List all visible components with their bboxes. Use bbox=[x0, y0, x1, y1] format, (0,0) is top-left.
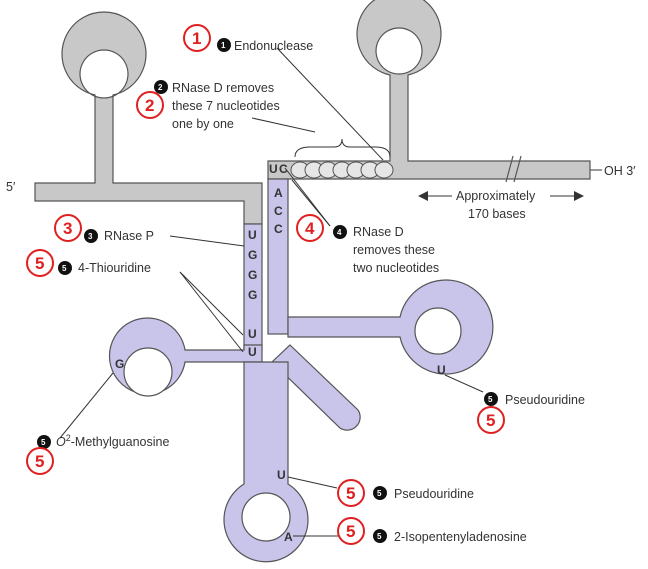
length-note-line2: 170 bases bbox=[468, 207, 526, 221]
label-isopentenyladenosine: 2-Isopentenyladenosine bbox=[394, 530, 527, 544]
red-badge-1: 1 bbox=[192, 29, 201, 48]
nuc-g2: G bbox=[248, 268, 257, 282]
leader-lines bbox=[59, 47, 484, 537]
step-badge-5b: 5 bbox=[488, 395, 493, 404]
annotation-isopentenyladenosine: 5 5 2-Isopentenyladenosine bbox=[337, 517, 527, 545]
annotation-rnase-p: 3 3 RNase P bbox=[54, 214, 154, 243]
red-badge-5c: 5 bbox=[35, 452, 44, 471]
step-badge-5e: 5 bbox=[377, 532, 382, 541]
nuc-u-tloop: U bbox=[437, 363, 446, 377]
label-methylguanosine-text: -Methylguanosine bbox=[71, 435, 170, 449]
nuc-g3: G bbox=[248, 288, 257, 302]
step-badge-5a: 5 bbox=[62, 264, 67, 273]
nuc-u2: U bbox=[248, 228, 257, 242]
label-methylguanosine: O2-Methylguanosine bbox=[56, 433, 169, 449]
label-thiouridine: 4-Thiouridine bbox=[78, 261, 151, 275]
red-badge-5a: 5 bbox=[35, 254, 44, 273]
nuc-g-dloop: G bbox=[115, 357, 124, 371]
annotation-methylguanosine: 5 O2-Methylguanosine 5 bbox=[26, 433, 169, 475]
three-prime-trailer-hairpin bbox=[267, 0, 591, 180]
label-rnase-d-line3: one by one bbox=[172, 117, 234, 131]
step-badge-4: 4 bbox=[337, 228, 342, 237]
length-note: Approximately 170 bases bbox=[418, 189, 584, 221]
label-rnase-d2-line1: RNase D bbox=[353, 225, 404, 239]
annotation-rnase-d-seven: 2 2 RNase D removes these 7 nucleotides … bbox=[136, 80, 280, 131]
nuc-c2: C bbox=[274, 204, 283, 218]
three-prime-label: OH 3′ bbox=[604, 164, 636, 178]
red-badge-3: 3 bbox=[63, 219, 72, 238]
nuc-a-anticodon: A bbox=[284, 530, 293, 544]
label-pseudouridine-t: Pseudouridine bbox=[505, 393, 585, 407]
red-badge-5e: 5 bbox=[346, 522, 355, 541]
annotation-thiouridine: 5 5 4-Thiouridine bbox=[26, 249, 151, 277]
d-loop-hole bbox=[123, 347, 173, 397]
step-badge-1: 1 bbox=[221, 41, 226, 50]
five-prime-label: 5′ bbox=[6, 180, 16, 194]
nuc-a: A bbox=[274, 186, 283, 200]
label-methylguanosine-prefix: O bbox=[56, 435, 66, 449]
length-note-line1: Approximately bbox=[456, 189, 536, 203]
annotation-rnase-d-two: 4 4 RNase D removes these two nucleotide… bbox=[296, 214, 439, 275]
label-rnase-d2-line3: two nucleotides bbox=[353, 261, 439, 275]
red-badge-4: 4 bbox=[305, 219, 315, 238]
five-prime-leader-hairpin bbox=[34, 11, 263, 225]
annotation-pseudouridine-t: 5 Pseudouridine 5 bbox=[477, 392, 585, 434]
precursor-strands bbox=[34, 0, 591, 225]
step-badge-5d: 5 bbox=[377, 489, 382, 498]
nuc-c1: C bbox=[279, 162, 288, 176]
t-arm bbox=[287, 279, 494, 375]
mature-trna bbox=[108, 178, 494, 563]
nuc-u1: U bbox=[269, 162, 278, 176]
nuc-c3: C bbox=[274, 222, 283, 236]
label-rnase-d-line2: these 7 nucleotides bbox=[172, 99, 280, 113]
t-loop-hole bbox=[414, 307, 462, 355]
seven-nucleotide-ovals bbox=[290, 161, 394, 179]
nuc-u3: U bbox=[248, 327, 257, 341]
break-mark bbox=[505, 155, 522, 183]
label-rnase-d2-line2: removes these bbox=[353, 243, 435, 257]
step-badge-2: 2 bbox=[158, 83, 163, 92]
anticodon-loop-hole bbox=[241, 492, 291, 542]
label-rnase-d-line1: RNase D removes bbox=[172, 81, 274, 95]
nuc-u-anticodon: U bbox=[277, 468, 286, 482]
nucleotide-letters: U C A C C U G G G U U G U U A bbox=[115, 162, 446, 544]
step-badge-5c: 5 bbox=[41, 438, 46, 447]
step-badge-3: 3 bbox=[88, 232, 93, 241]
red-badge-5d: 5 bbox=[346, 484, 355, 503]
label-pseudouridine-anticodon: Pseudouridine bbox=[394, 487, 474, 501]
label-rnase-p: RNase P bbox=[104, 229, 154, 243]
seven-nucleotide-brace bbox=[294, 138, 391, 158]
nuc-g1: G bbox=[248, 248, 257, 262]
red-badge-5b: 5 bbox=[486, 411, 495, 430]
label-methylguanosine-sup: 2 bbox=[66, 433, 71, 443]
nuc-u4: U bbox=[248, 345, 257, 359]
annotation-endonuclease: 1 1 Endonuclease bbox=[183, 24, 313, 53]
acceptor-three-prime-strand bbox=[267, 178, 289, 335]
red-badge-2: 2 bbox=[145, 96, 154, 115]
annotation-pseudouridine-anticodon: 5 5 Pseudouridine bbox=[337, 479, 474, 507]
label-endonuclease: Endonuclease bbox=[234, 39, 313, 53]
variable-loop bbox=[271, 344, 361, 431]
